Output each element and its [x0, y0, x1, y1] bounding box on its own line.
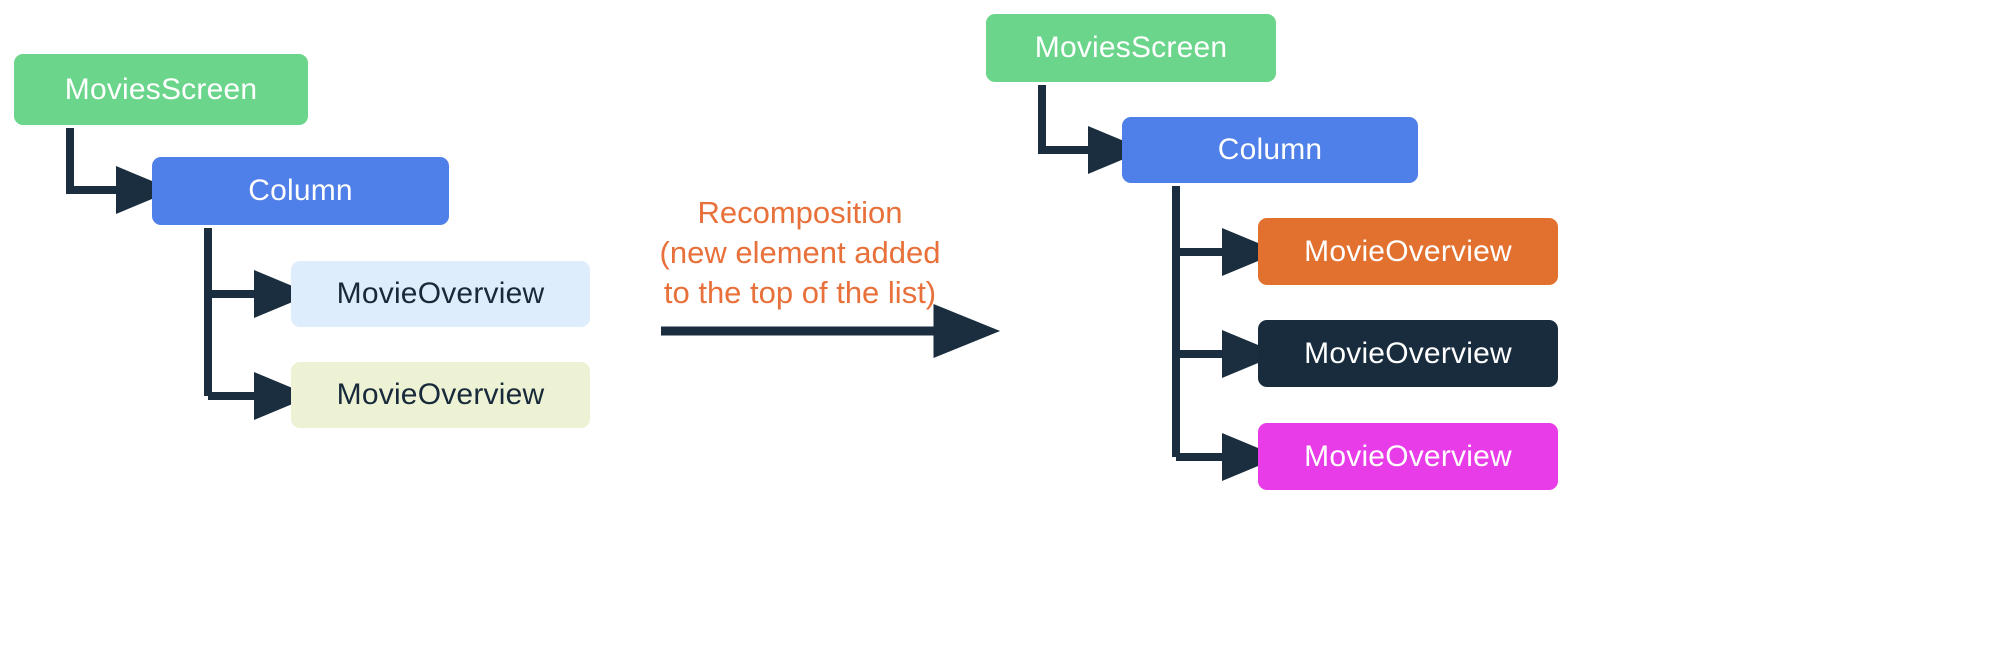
before-edge-moviesscreen-to-column: [66, 128, 174, 214]
after-node-movie-overview-1[interactable]: MovieOverview: [1258, 218, 1558, 285]
after-edge-moviesscreen-to-column: [1038, 85, 1146, 174]
after-node-movie-overview-3-label: MovieOverview: [1304, 439, 1512, 473]
after-node-movie-overview-2[interactable]: MovieOverview: [1258, 320, 1558, 387]
after-node-column-label: Column: [1217, 133, 1323, 166]
before-node-movie-overview-2-label: MovieOverview: [336, 378, 545, 411]
before-node-movies-screen-label: MoviesScreen: [64, 72, 258, 106]
before-node-movies-screen[interactable]: MoviesScreen: [14, 54, 308, 125]
after-node-movie-overview-1-label: MovieOverview: [1304, 234, 1512, 268]
before-node-movie-overview-2[interactable]: MovieOverview: [291, 362, 590, 428]
after-node-movie-overview-3[interactable]: MovieOverview: [1258, 423, 1558, 490]
before-node-movie-overview-1-label: MovieOverview: [336, 277, 545, 310]
before-node-column-label: Column: [248, 174, 353, 207]
before-node-column[interactable]: Column: [152, 157, 449, 225]
after-node-movies-screen-label: MoviesScreen: [1034, 31, 1228, 64]
after-node-movie-overview-2-label: MovieOverview: [1304, 336, 1512, 370]
recomposition-caption: Recomposition (new element added to the …: [659, 195, 941, 310]
before-edge-column-to-children: [204, 228, 312, 420]
after-node-movies-screen[interactable]: MoviesScreen: [986, 14, 1276, 82]
after-edge-column-to-children: [1172, 186, 1280, 481]
after-node-column[interactable]: Column: [1122, 117, 1418, 183]
before-node-movie-overview-1[interactable]: MovieOverview: [291, 261, 590, 327]
